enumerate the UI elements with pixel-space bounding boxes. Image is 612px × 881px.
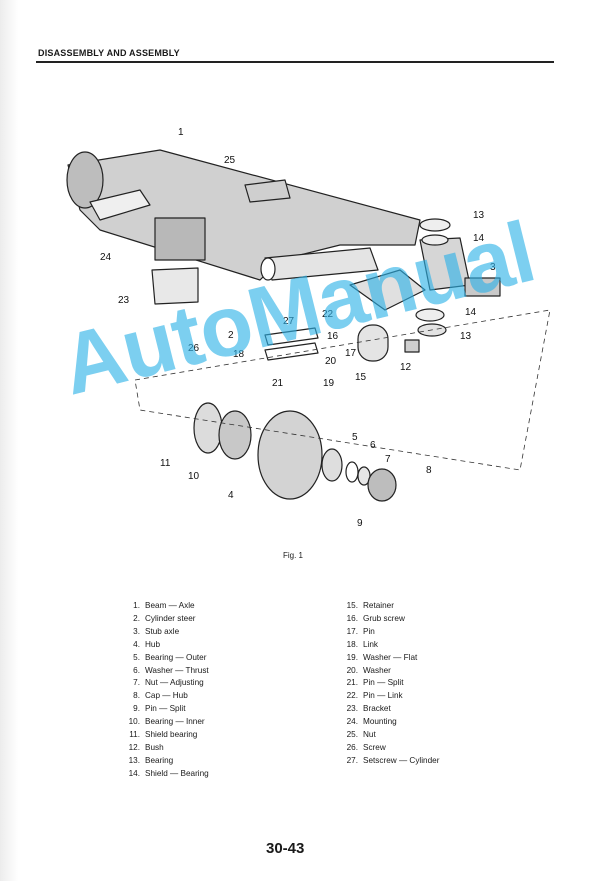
page-number: 30-43 xyxy=(266,840,305,857)
callout-label: 23 xyxy=(118,295,130,306)
dashed-assembly-outline xyxy=(134,309,551,471)
section-title: DISASSEMBLY AND ASSEMBLY xyxy=(38,48,180,58)
callout-label: 10 xyxy=(188,471,200,482)
legend-item: 10.Bearing — Inner xyxy=(128,717,205,727)
exploded-axle-diagram: 1 25 13 14 3 24 23 26 2 27 22 16 17 14 1… xyxy=(66,127,551,529)
callout-label: 13 xyxy=(460,331,472,342)
link-plate-part xyxy=(349,269,426,311)
callout-label: 3 xyxy=(490,262,496,273)
steering-cylinder-part xyxy=(260,247,379,281)
top-block-part xyxy=(244,179,291,203)
callout-label: 7 xyxy=(385,454,391,465)
callout-label: 14 xyxy=(465,307,477,318)
callout-label: 24 xyxy=(100,252,112,263)
legend-item: 14.Shield — Bearing xyxy=(128,768,209,778)
callout-label: 1 xyxy=(178,127,184,138)
callout-label: 25 xyxy=(224,155,236,166)
legend-item: 24.Mounting xyxy=(346,717,397,727)
legend-item: 4.Hub xyxy=(133,639,161,649)
legend-item: 9.Pin — Split xyxy=(133,704,186,714)
shield-bearing-part xyxy=(193,402,223,454)
callout-label: 27 xyxy=(283,316,295,327)
callout-label: 18 xyxy=(233,349,245,360)
legend-item: 8.Cap — Hub xyxy=(133,691,188,701)
callout-label: 13 xyxy=(473,210,485,221)
legend-item: 25.Nut xyxy=(346,730,376,740)
legend-item: 22.Pin — Link xyxy=(346,691,403,701)
legend-item: 5.Bearing — Outer xyxy=(133,652,207,662)
callout-label: 9 xyxy=(357,518,363,529)
hub-part xyxy=(257,410,323,500)
legend-item: 12.Bush xyxy=(128,742,164,752)
hub-cap-part xyxy=(367,468,397,502)
legend-item: 7.Nut — Adjusting xyxy=(133,678,204,688)
lower-shield-part xyxy=(415,308,445,322)
top-bearing-part xyxy=(421,234,449,246)
bracket-part xyxy=(151,267,199,305)
legend-item: 16.Grub screw xyxy=(346,613,405,623)
callout-label: 22 xyxy=(322,309,334,320)
header-rule xyxy=(36,61,554,63)
callout-label: 2 xyxy=(228,330,234,341)
legend-item: 20.Washer xyxy=(346,665,391,675)
legend-item: 18.Link xyxy=(346,639,379,649)
callout-label: 15 xyxy=(355,372,367,383)
legend-item: 15.Retainer xyxy=(346,601,394,610)
retainer-part xyxy=(357,324,389,362)
legend-item: 21.Pin — Split xyxy=(346,678,404,688)
callout-label: 5 xyxy=(352,432,358,443)
parts-legend-left: 1.Beam — Axle 2.Cylinder steer 3.Stub ax… xyxy=(112,600,209,781)
callout-label: 4 xyxy=(228,490,234,501)
callout-label: 14 xyxy=(473,233,485,244)
callout-label: 16 xyxy=(327,331,339,342)
inner-bearing-part xyxy=(218,410,252,460)
thrust-washer-part xyxy=(345,461,359,483)
legend-item: 17.Pin xyxy=(346,626,375,636)
legend-item: 23.Bracket xyxy=(346,704,391,714)
bush-part xyxy=(404,339,420,353)
legend-item: 13.Bearing xyxy=(128,755,174,765)
legend-item: 2.Cylinder steer xyxy=(133,613,196,623)
callout-label: 19 xyxy=(323,378,335,389)
legend-item: 1.Beam — Axle xyxy=(133,601,195,610)
figure-caption: Fig. 1 xyxy=(283,551,304,560)
link-part xyxy=(264,327,319,346)
callout-label: 11 xyxy=(160,458,171,469)
mounting-part xyxy=(154,217,206,261)
callout-label: 12 xyxy=(400,362,412,373)
callout-label: 8 xyxy=(426,465,432,476)
callout-label: 17 xyxy=(345,348,357,359)
callout-label: 20 xyxy=(325,356,337,367)
legend-item: 27.Setscrew — Cylinder xyxy=(346,755,440,765)
top-shield-part xyxy=(419,218,451,232)
callout-label: 26 xyxy=(188,343,200,354)
callout-label: 21 xyxy=(272,378,284,389)
legend-item: 3.Stub axle xyxy=(133,626,180,636)
legend-item: 19.Washer — Flat xyxy=(346,652,418,662)
scanned-page-edge xyxy=(0,0,18,881)
parts-legend-right: 15.Retainer 16.Grub screw 17.Pin 18.Link… xyxy=(330,600,440,768)
legend-item: 26.Screw xyxy=(346,742,386,752)
legend-item: 6.Washer — Thrust xyxy=(133,665,209,675)
legend-item: 11.Shield bearing xyxy=(129,730,198,740)
callout-label: 6 xyxy=(370,440,376,451)
outer-bearing-part xyxy=(321,448,343,482)
